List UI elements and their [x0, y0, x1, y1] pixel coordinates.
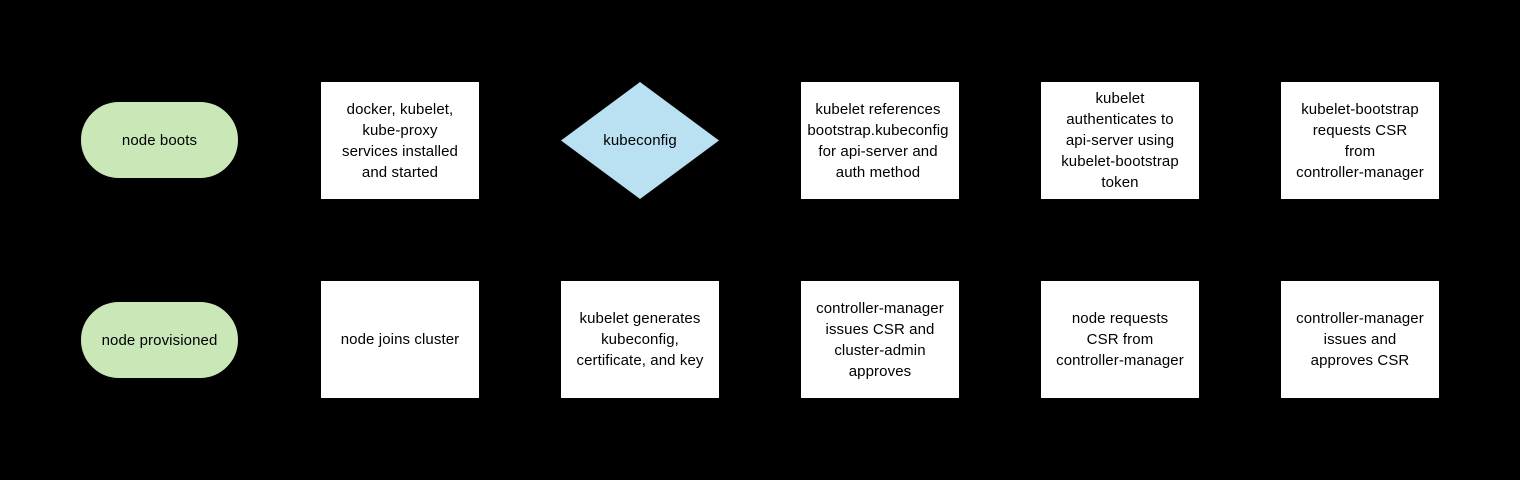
- node-controller-manager-approves[interactable]: controller-manager issues and approves C…: [1281, 281, 1439, 398]
- node-label: controller-manager issues CSR and cluste…: [816, 299, 944, 380]
- node-label: docker, kubelet, kube-proxy services ins…: [341, 100, 458, 181]
- node-label: controller-manager issues and approves C…: [1296, 310, 1424, 369]
- node-kubelet-bootstrap-requests-csr[interactable]: kubelet-bootstrap requests CSR from cont…: [1281, 82, 1439, 199]
- node-label: kubelet references bootstrap.kubeconfig …: [807, 100, 949, 181]
- node-label: kubelet generates kubeconfig, certificat…: [576, 310, 704, 369]
- node-label: node requests CSR from controller-manage…: [1056, 310, 1184, 369]
- node-label: node boots: [121, 131, 198, 149]
- node-label: node joins cluster: [340, 331, 460, 348]
- node-controller-manager-issues-csr[interactable]: controller-manager issues CSR and cluste…: [801, 281, 959, 398]
- node-label: kubeconfig: [603, 132, 677, 149]
- node-node-requests-csr[interactable]: node requests CSR from controller-manage…: [1041, 281, 1199, 398]
- node-node-joins-cluster[interactable]: node joins cluster: [321, 281, 479, 398]
- node-label: kubelet authenticates to api-server usin…: [1061, 90, 1179, 191]
- node-kubelet-authenticates[interactable]: kubelet authenticates to api-server usin…: [1041, 82, 1199, 199]
- node-kubelet-references-bootstrap[interactable]: kubelet references bootstrap.kubeconfig …: [801, 82, 959, 199]
- node-label: node provisioned: [101, 331, 218, 349]
- node-kubelet-generates[interactable]: kubelet generates kubeconfig, certificat…: [561, 281, 719, 398]
- node-label: kubelet-bootstrap requests CSR from cont…: [1296, 100, 1424, 181]
- node-node-boots[interactable]: node boots: [81, 102, 238, 178]
- node-kubeconfig-decision[interactable]: kubeconfig: [561, 82, 719, 199]
- node-services-installed[interactable]: docker, kubelet, kube-proxy services ins…: [321, 82, 479, 199]
- diamond-shape: [561, 82, 719, 199]
- node-node-provisioned[interactable]: node provisioned: [81, 302, 238, 378]
